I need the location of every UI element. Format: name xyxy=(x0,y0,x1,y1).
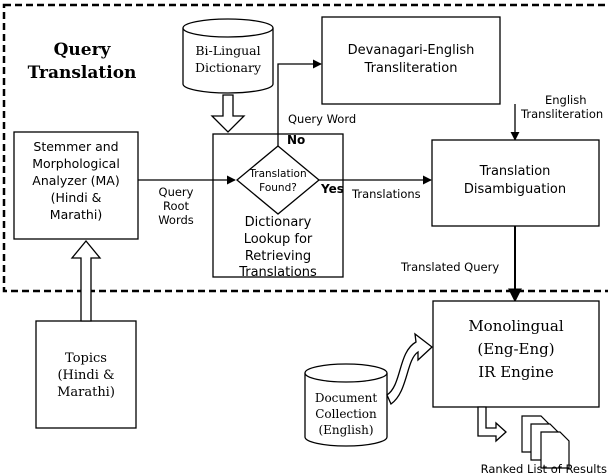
bilingual-dictionary-label-line2: Dictionary xyxy=(195,60,262,75)
transliteration-box xyxy=(321,16,501,105)
topics-to-stemmer-arrow xyxy=(70,239,102,322)
collection-to-ir-engine-arrow xyxy=(386,332,434,405)
ir-engine-label-line1: Monolingual xyxy=(468,317,564,335)
transliteration-label-line1: Devanagari-English xyxy=(348,43,475,58)
document-collection-label-line3: (English) xyxy=(318,423,373,437)
query-root-words-label-line3: Words xyxy=(158,213,194,227)
translated-query-label: Translated Query xyxy=(400,260,499,274)
stemmer-label-line2: Morphological xyxy=(32,156,120,171)
topics-label-line2: (Hindi & xyxy=(57,368,114,383)
decision-label-line2: Found? xyxy=(259,182,297,194)
dictionary-to-lookup-arrow xyxy=(210,94,246,133)
yes-label: Yes xyxy=(320,182,344,196)
decision-label-line1: Translation xyxy=(248,168,306,180)
dictionary-lookup-label-line1: Dictionary xyxy=(245,215,312,230)
no-label: No xyxy=(287,133,305,147)
region-title-line1: Query xyxy=(54,40,112,60)
bilingual-dictionary-cylinder: Bi-Lingual Dictionary xyxy=(182,18,274,94)
query-word-label: Query Word xyxy=(288,112,356,126)
stemmer-box xyxy=(13,131,139,240)
english-transliteration-label-line1: English xyxy=(545,93,587,107)
query-root-words-label-line2: Root xyxy=(163,199,190,213)
document-collection-cylinder: Document Collection (English) xyxy=(304,363,388,447)
stemmer-label-line5: Marathi) xyxy=(50,207,102,222)
document-collection-label-line2: Collection xyxy=(315,407,377,421)
dictionary-lookup-label-line4: Translations xyxy=(238,265,317,280)
ir-engine-label-line3: IR Engine xyxy=(478,363,554,381)
stemmer-label-line3: Analyzer (MA) xyxy=(32,173,119,188)
document-collection-label-line1: Document xyxy=(315,391,378,405)
ir-engine-box xyxy=(432,300,600,408)
result-document-3 xyxy=(540,431,570,469)
translations-label: Translations xyxy=(351,187,421,201)
dictionary-lookup-label-line2: Lookup for xyxy=(244,232,313,247)
ranked-results-documents xyxy=(521,415,570,469)
topics-label-line1: Topics xyxy=(65,351,107,366)
ir-engine-label-line2: (Eng-Eng) xyxy=(477,340,554,358)
ir-engine-to-results-arrow xyxy=(477,406,507,443)
ranked-list-label: Ranked List of Results xyxy=(481,462,607,476)
dictionary-lookup-label-line3: Retrieving xyxy=(245,249,311,264)
query-translation-region xyxy=(2,3,608,293)
topics-label-line3: Marathi) xyxy=(57,385,115,400)
region-title-line2: Translation xyxy=(28,63,137,83)
query-root-words-label-line1: Query xyxy=(159,185,194,199)
bilingual-dictionary-label-line1: Bi-Lingual xyxy=(195,43,260,58)
disambiguation-label-line2: Disambiguation xyxy=(464,182,566,197)
transliteration-label-line2: Transliteration xyxy=(364,61,458,76)
disambiguation-label-line1: Translation xyxy=(479,164,551,179)
translation-found-decision xyxy=(235,145,321,215)
stemmer-label-line4: (Hindi & xyxy=(51,190,102,205)
no-branch-arrow xyxy=(277,59,322,146)
english-transliteration-label-line2: Transliteration xyxy=(520,107,603,121)
stemmer-label-line1: Stemmer and xyxy=(33,139,118,154)
topics-box xyxy=(35,320,137,429)
